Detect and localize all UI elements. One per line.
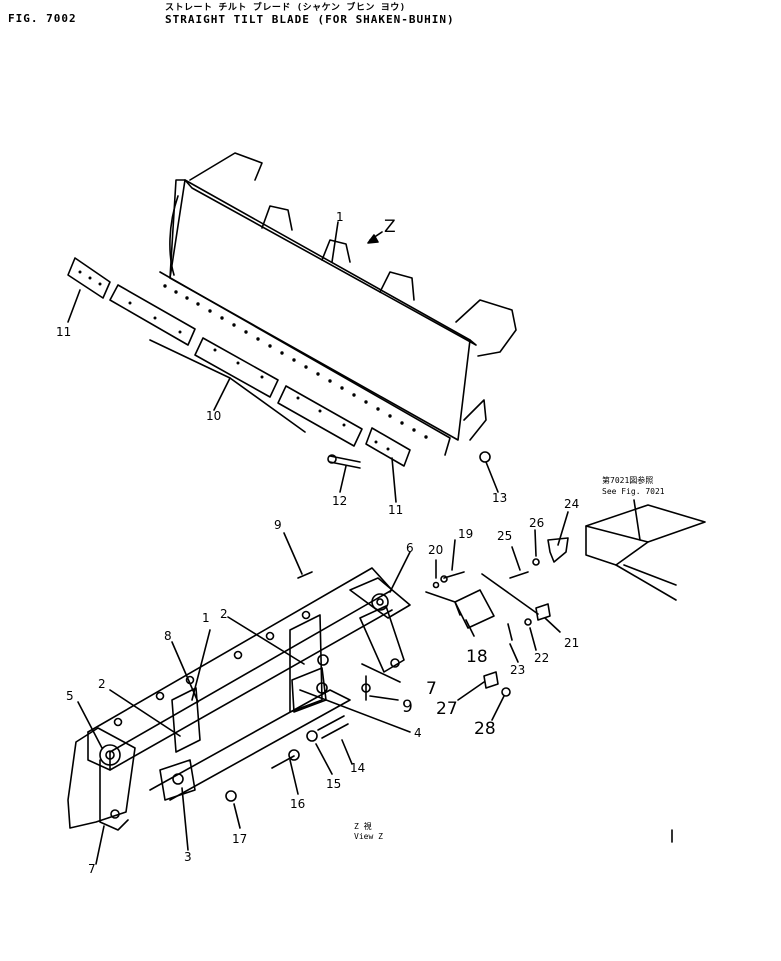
label-2-right: 2: [220, 607, 228, 621]
label-27: 27: [436, 699, 458, 719]
blade-drawing: [67, 152, 517, 503]
figure-number: FIG. 7002: [8, 12, 77, 25]
label-9-top: 9: [274, 518, 282, 532]
label-8: 8: [164, 629, 172, 643]
label-7-left: 7: [88, 862, 96, 876]
see-fig-note-en: See Fig. 7021: [602, 487, 665, 496]
label-25: 25: [497, 529, 512, 543]
label-15: 15: [326, 777, 341, 791]
label-28: 28: [474, 719, 496, 739]
label-6: 6: [406, 541, 414, 555]
view-z-caption-en: View Z: [354, 832, 383, 841]
label-12: 12: [332, 494, 347, 508]
label-17: 17: [232, 832, 247, 846]
label-3: 3: [184, 850, 192, 864]
label-10: 10: [206, 409, 221, 423]
bolt-hole-row: [78, 270, 428, 451]
frame-drawing: [67, 511, 673, 865]
see-figure-frame-drawing: [585, 499, 706, 601]
label-14: 14: [350, 761, 365, 775]
label-23: 23: [510, 663, 525, 677]
label-2-left: 2: [98, 677, 106, 691]
label-11-bottom: 11: [388, 503, 403, 517]
label-24: 24: [564, 497, 579, 511]
figure-title-english: STRAIGHT TILT BLADE (FOR SHAKEN-BUHIN): [165, 13, 455, 26]
label-11-left: 11: [56, 325, 71, 339]
figure-title-japanese: ストレート チルト ブレード (シャケン ブヒン ヨウ): [165, 3, 406, 13]
label-1-top: 1: [336, 210, 344, 224]
label-13: 13: [492, 491, 507, 505]
view-z-arrow-label: Z: [384, 217, 396, 237]
label-4: 4: [414, 726, 422, 740]
label-1-bottom: 1: [202, 611, 210, 625]
label-18: 18: [466, 647, 488, 667]
label-9-middle: 9: [402, 697, 413, 717]
label-16: 16: [290, 797, 305, 811]
label-20: 20: [428, 543, 443, 557]
part-number-labels: 1 Z 11 10 12 11 13 第7021図参照 See Fig. 702…: [56, 210, 665, 876]
label-22: 22: [534, 651, 549, 665]
view-z-caption-jp: Z 視: [354, 822, 372, 831]
see-fig-note-jp: 第7021図参照: [602, 475, 653, 485]
label-5: 5: [66, 689, 74, 703]
label-7-right: 7: [426, 679, 437, 699]
beam-hole-row: [113, 610, 311, 727]
label-26: 26: [529, 516, 544, 530]
label-19: 19: [458, 527, 473, 541]
label-21: 21: [564, 636, 579, 650]
